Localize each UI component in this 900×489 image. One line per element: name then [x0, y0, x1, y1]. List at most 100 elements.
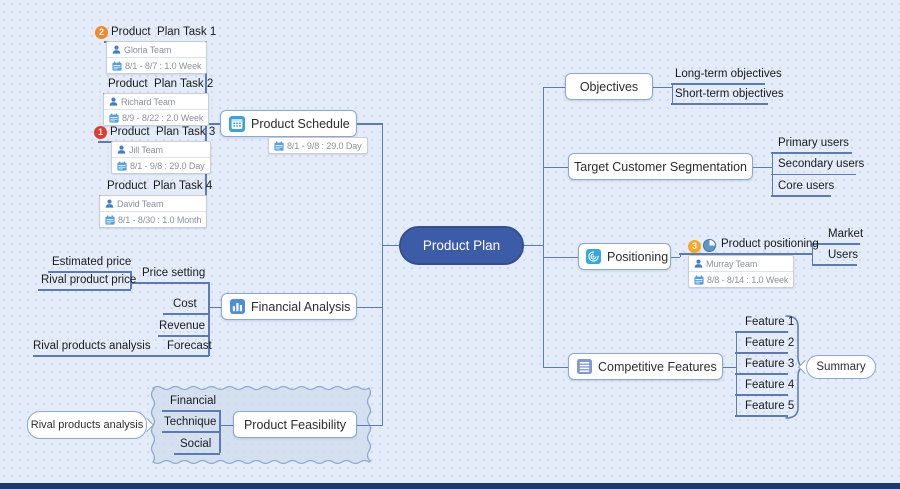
subtopic-forecast[interactable]: Forecast — [167, 340, 212, 352]
subtopic-feature-1[interactable]: Feature 1 — [745, 316, 795, 328]
subtopic-feature-5[interactable]: Feature 5 — [745, 400, 795, 412]
calendar-grid-icon — [229, 115, 245, 132]
bar-chart-icon — [230, 299, 245, 314]
topic-label: Financial Analysis — [251, 299, 351, 314]
branch-line — [542, 86, 544, 367]
branch-line — [771, 195, 831, 197]
person-icon — [112, 45, 121, 54]
subtopic-price-setting[interactable]: Price setting — [142, 267, 206, 279]
subtopic-long-term-objectives[interactable]: Long-term objectives — [675, 68, 782, 80]
priority-badge-2[interactable]: 2 — [95, 26, 108, 39]
product-positioning-info-card: Murray Team 8/8 - 8/14 : 1.0 Week — [688, 255, 795, 288]
subtopic-primary-users[interactable]: Primary users — [778, 137, 849, 149]
topic-financial-analysis[interactable]: Financial Analysis — [221, 293, 357, 320]
person-icon — [109, 97, 118, 106]
topic-label: Target Customer Segmentation — [574, 159, 748, 174]
branch-line — [671, 83, 673, 103]
topic-target-customer-segmentation[interactable]: Target Customer Segmentation — [568, 153, 753, 180]
callout-rival-products-analysis[interactable]: Rival products analysis — [27, 411, 147, 439]
subtopic-cost[interactable]: Cost — [173, 298, 197, 310]
subtopic-secondary-users[interactable]: Secondary users — [778, 158, 865, 170]
branch-line — [357, 306, 383, 308]
person-icon — [117, 145, 126, 154]
schedule-duration-label: 8/1 - 9/8 : 29.0 Day — [268, 137, 368, 154]
person-icon — [694, 259, 703, 268]
branch-line — [48, 271, 131, 273]
branch-line — [205, 123, 220, 125]
subtopic-market[interactable]: Market — [828, 228, 864, 240]
branch-line — [671, 83, 765, 85]
subtopic-financial[interactable]: Financial — [170, 395, 217, 407]
branch-line — [524, 244, 544, 246]
subtopic-task-2[interactable]: Product Plan Task 2 — [108, 78, 214, 90]
branch-line — [735, 373, 788, 375]
branch-line — [543, 86, 565, 88]
branch-line — [162, 431, 220, 433]
branch-line — [383, 244, 400, 246]
subtopic-users[interactable]: Users — [828, 249, 859, 261]
branch-line — [771, 173, 856, 175]
central-topic-label: Product Plan — [422, 238, 501, 253]
calendar-icon — [112, 60, 122, 71]
branch-line — [735, 352, 788, 354]
branch-line — [543, 166, 568, 168]
summary-topic[interactable]: Summary — [806, 355, 876, 379]
branch-line — [753, 166, 772, 168]
branch-line — [812, 264, 857, 266]
branch-line — [735, 415, 788, 417]
subtopic-social[interactable]: Social — [180, 438, 212, 450]
subtopic-task-3[interactable]: Product Plan Task 3 — [110, 126, 216, 138]
branch-line — [174, 453, 220, 455]
branch-line — [158, 335, 209, 337]
calendar-icon — [274, 140, 284, 151]
subtopic-technique[interactable]: Technique — [164, 416, 217, 428]
branch-line — [357, 123, 383, 125]
branch-line — [38, 289, 131, 291]
subtopic-revenue[interactable]: Revenue — [159, 320, 206, 332]
topic-label: Product Schedule — [251, 116, 350, 131]
subtopic-product-positioning[interactable]: Product positioning — [721, 238, 819, 250]
branch-line — [130, 271, 132, 289]
calendar-icon — [109, 112, 119, 123]
person-icon — [105, 199, 114, 208]
topic-positioning[interactable]: Positioning — [578, 243, 671, 270]
list-icon — [577, 359, 592, 374]
subtopic-task-1[interactable]: Product Plan Task 1 — [111, 26, 217, 38]
branch-line — [723, 366, 736, 368]
window-bottom-edge — [0, 483, 900, 489]
subtopic-estimated-price[interactable]: Estimated price — [52, 256, 132, 268]
branch-line — [811, 243, 813, 264]
topic-product-feasibility[interactable]: Product Feasibility — [233, 411, 357, 438]
calendar-icon — [117, 160, 127, 171]
subtopic-feature-2[interactable]: Feature 2 — [745, 337, 795, 349]
subtopic-feature-3[interactable]: Feature 3 — [745, 358, 795, 370]
priority-badge-3[interactable]: 3 — [688, 240, 701, 253]
branch-line — [33, 355, 209, 357]
branch-line — [679, 253, 681, 257]
topic-label: Product Feasibility — [243, 417, 347, 432]
central-topic[interactable]: Product Plan — [399, 226, 524, 265]
subtopic-feature-4[interactable]: Feature 4 — [745, 379, 795, 391]
branch-line — [219, 424, 233, 426]
branch-line — [208, 306, 221, 308]
subtopic-task-4[interactable]: Product Plan Task 4 — [107, 180, 213, 192]
branch-line — [653, 86, 672, 88]
subtopic-short-term-objectives[interactable]: Short-term objectives — [675, 88, 784, 100]
task-1-info-card: Gloria Team 8/1 - 8/7 : 1.0 Week — [106, 41, 208, 74]
pie-quarter-progress-icon[interactable] — [703, 239, 716, 252]
topic-label: Competitive Features — [598, 359, 717, 374]
branch-line — [208, 282, 210, 356]
topic-product-schedule[interactable]: Product Schedule — [220, 110, 357, 137]
topic-competitive-features[interactable]: Competitive Features — [568, 353, 723, 380]
subtopic-rival-products-analysis[interactable]: Rival products analysis — [33, 340, 151, 352]
branch-line — [679, 253, 812, 255]
task-2-info-card: Richard Team 8/9 - 8/22 : 2.0 Week — [103, 93, 210, 126]
topic-label: Positioning — [607, 249, 669, 264]
priority-badge-1[interactable]: 1 — [94, 126, 107, 139]
subtopic-rival-product-price[interactable]: Rival product price — [41, 274, 137, 286]
topic-objectives[interactable]: Objectives — [565, 73, 653, 100]
spiral-target-icon — [586, 249, 601, 264]
branch-line — [357, 424, 383, 426]
subtopic-core-users[interactable]: Core users — [778, 180, 835, 192]
